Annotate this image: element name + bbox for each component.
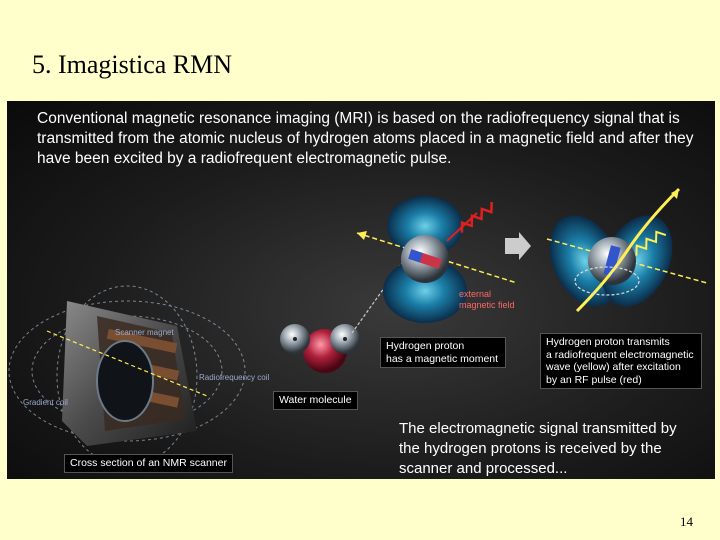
proton-transmits-caption: Hydrogen proton transmits a radiofrequen… bbox=[540, 333, 702, 389]
hydrogen-proton-caption-line-1: Hydrogen proton bbox=[386, 340, 465, 352]
excited-proton-image bbox=[546, 187, 708, 313]
radiofrequency-coil-label: Radiofrequency coil bbox=[199, 373, 269, 382]
proton-transmits-caption-line-3: wave (yellow) after excitation bbox=[546, 361, 681, 373]
water-molecule-image bbox=[280, 324, 360, 373]
zoom-line bbox=[351, 255, 408, 334]
mri-figure: Scanner magnet Radiofrequency coil Gradi… bbox=[7, 101, 715, 479]
slide-title: 5. Imagistica RMN bbox=[32, 50, 233, 79]
hydrogen-proton-caption-line-2: has a magnetic moment bbox=[386, 352, 499, 365]
transition-arrow-icon bbox=[505, 232, 531, 260]
water-molecule-caption: Water molecule bbox=[273, 391, 358, 410]
mri-illustration: Scanner magnet Radiofrequency coil Gradi… bbox=[8, 187, 708, 467]
gradient-coil-label: Gradient coil bbox=[23, 398, 68, 407]
hydrogen-proton-caption: Hydrogen proton has a magnetic moment bbox=[380, 337, 506, 368]
nmr-scanner-image bbox=[46, 301, 208, 446]
proton-in-field-image bbox=[356, 196, 518, 323]
external-field-label-2: magnetic field bbox=[459, 300, 515, 310]
scanner-field-lines bbox=[8, 285, 246, 467]
external-field-label-1: external bbox=[459, 289, 491, 299]
outro-text: The electromagnetic signal transmitted b… bbox=[399, 420, 677, 477]
proton-transmits-caption-line-1: Hydrogen proton transmits bbox=[546, 336, 670, 348]
page-number: 14 bbox=[680, 514, 693, 529]
scanner-magnet-label: Scanner magnet bbox=[115, 328, 174, 337]
intro-text: Conventional magnetic resonance imaging … bbox=[37, 110, 694, 167]
proton-transmits-caption-line-4: by an RF pulse (red) bbox=[546, 373, 642, 386]
proton-transmits-caption-line-2: a radiofrequent electromagnetic bbox=[546, 348, 694, 361]
nmr-scanner-caption: Cross section of an NMR scanner bbox=[64, 454, 233, 473]
